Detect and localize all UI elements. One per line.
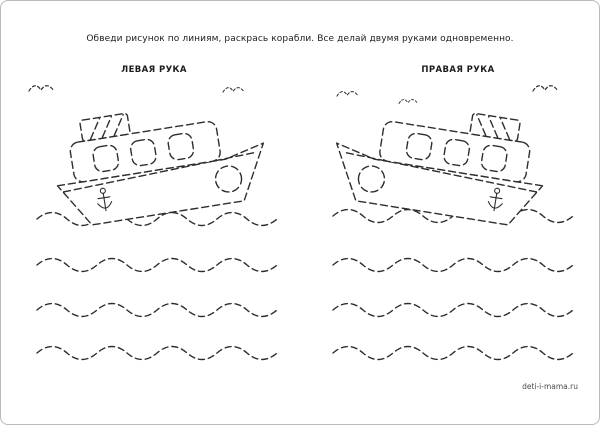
watermark-text: deti-i-mama.ru [522, 382, 578, 391]
wave-line [36, 257, 278, 273]
seagull-icon [336, 91, 359, 97]
wave-line [36, 302, 278, 318]
instruction-text: Обведи рисунок по линиям, раскрась кораб… [86, 34, 514, 44]
drawing-layer [28, 85, 574, 361]
right-hand-label: ПРАВАЯ РУКА [421, 65, 495, 75]
wave-line [36, 345, 278, 361]
wave-line [332, 302, 574, 318]
ships-group [47, 92, 553, 230]
seagull-icon [398, 99, 419, 104]
wave-line [332, 345, 574, 361]
right-ship-drawing [327, 92, 553, 230]
seagull-icon [28, 85, 55, 92]
wave-line [332, 257, 574, 273]
seagull-icon [222, 87, 245, 93]
waves-group [36, 208, 574, 361]
seagull-icon [532, 85, 559, 92]
seagulls-group [28, 85, 559, 104]
left-ship-drawing [47, 92, 273, 230]
left-hand-label: ЛЕВАЯ РУКА [121, 65, 187, 75]
